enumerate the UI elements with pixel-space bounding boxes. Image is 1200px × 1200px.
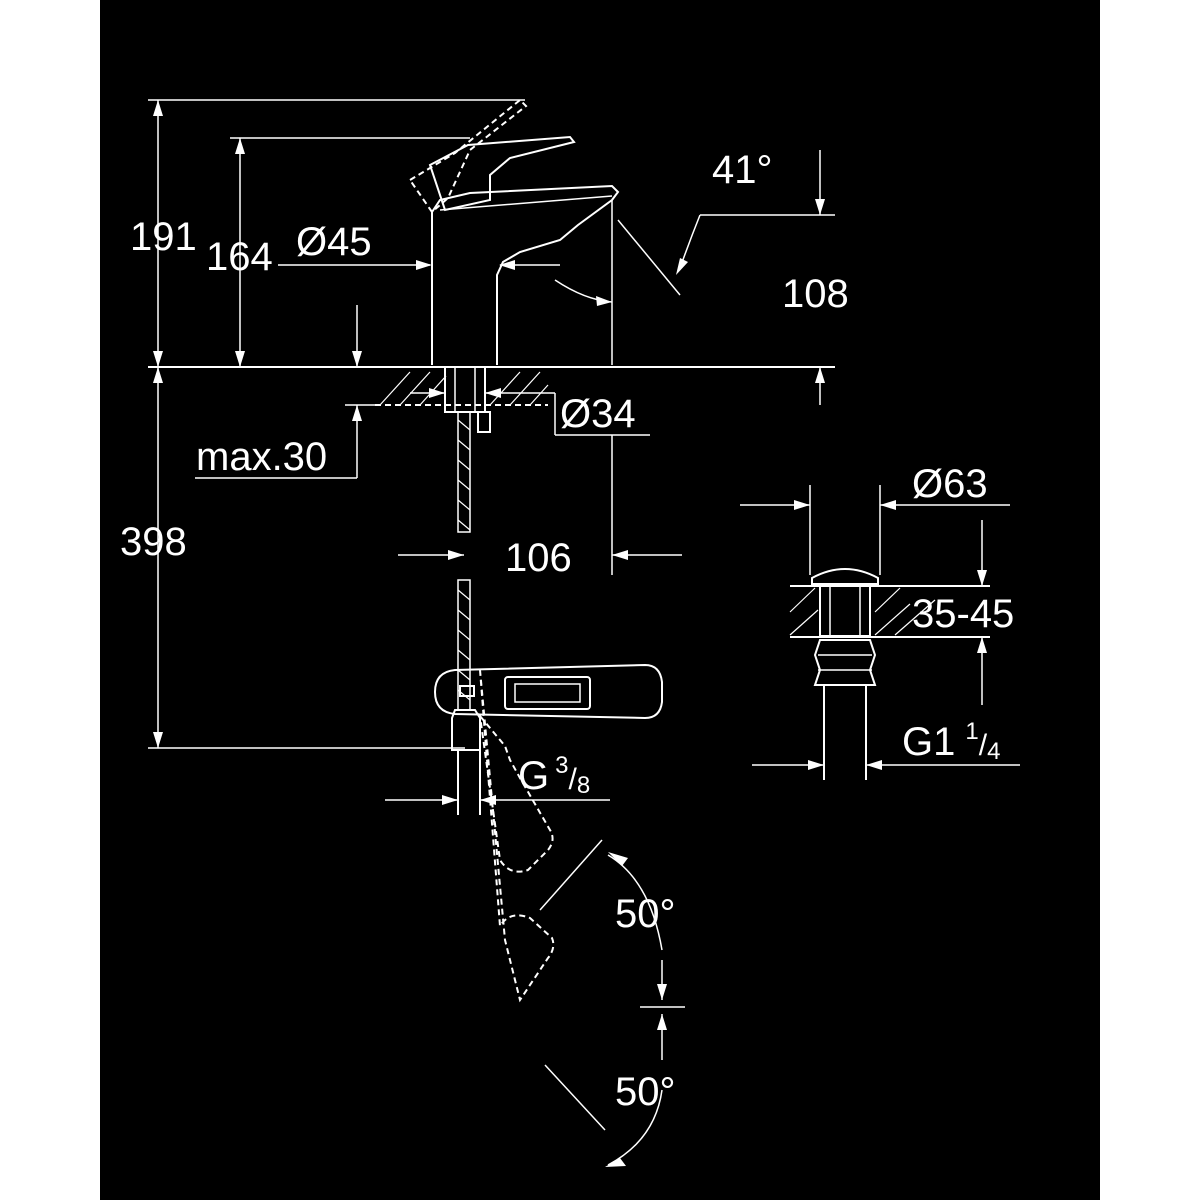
supply-hose-upper	[457, 411, 471, 533]
lever-rotated-up-outline	[479, 669, 555, 1003]
pop-up-waste	[740, 485, 1020, 780]
faucet-diagram	[148, 98, 1020, 1167]
faucet-side-view	[408, 98, 681, 365]
dim-angle-50-bottom: 50°	[615, 1070, 676, 1114]
top-view-outline	[433, 663, 663, 720]
spout-edge	[439, 195, 613, 211]
dim-diameter-34: Ø34	[560, 392, 636, 436]
dim-398: 398	[120, 520, 187, 564]
dimension-lines	[148, 99, 835, 805]
dim-diameter-45: Ø45	[296, 220, 372, 264]
dim-35-45: 35-45	[912, 592, 1015, 636]
lever-raised-outline	[408, 98, 528, 214]
mounting-section	[148, 366, 835, 815]
dim-max-30: max.30	[196, 435, 328, 479]
lever-rotated-down-outline	[478, 712, 554, 873]
dim-108: 108	[782, 272, 849, 316]
waste-cap	[811, 568, 879, 585]
dim-angle-50-top: 50°	[615, 892, 676, 936]
dim-106: 106	[505, 536, 572, 580]
dim-164: 164	[206, 235, 273, 279]
faucet-top-view	[433, 663, 685, 1167]
waste-nut	[813, 639, 877, 686]
dim-diameter-63: Ø63	[912, 462, 988, 506]
technical-drawing: 191 164 Ø45 41° 108 Ø34 max.30 398 106 G…	[100, 0, 1100, 1200]
dim-191: 191	[130, 215, 197, 259]
faucet-lever	[428, 135, 576, 212]
dim-angle-41: 41°	[712, 148, 773, 192]
